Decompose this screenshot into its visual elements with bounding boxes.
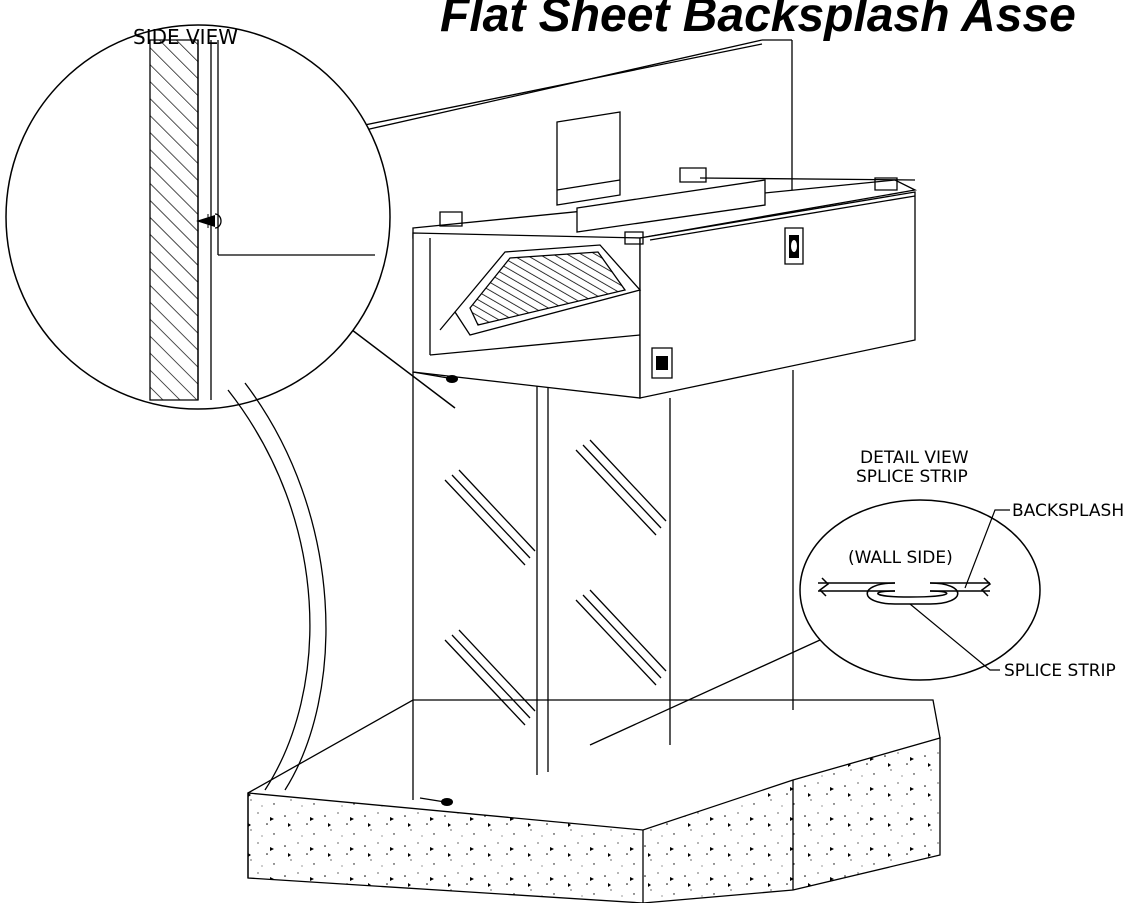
splice-strip-detail: DETAIL VIEW SPLICE STRIP (WALL SIDE) BAC… <box>799 448 1124 681</box>
wall-side-label: (WALL SIDE) <box>848 548 953 568</box>
drawing-title: Flat Sheet Backsplash Asse <box>440 0 1076 42</box>
exhaust-hood <box>413 112 915 398</box>
splice-detail-pointer <box>590 640 820 745</box>
wall-panel <box>350 40 792 190</box>
side-view-leader <box>228 383 326 790</box>
detail-view-label: DETAIL VIEW <box>860 448 969 468</box>
backsplash-leader <box>965 510 1010 588</box>
hood-screw-icon <box>446 375 458 383</box>
bottom-screw-icon <box>441 798 453 806</box>
splice-strip-label: SPLICE STRIP <box>1004 661 1116 681</box>
backsplash-panels <box>413 352 793 802</box>
detail-subtitle-label: SPLICE STRIP <box>856 467 968 487</box>
countertop-slab <box>248 700 940 903</box>
backsplash-label: BACKSPLASH <box>1012 501 1124 521</box>
side-view-label: SIDE VIEW <box>133 25 238 49</box>
splice-strip-leader <box>910 604 1000 670</box>
side-view-detail: SIDE VIEW <box>6 25 390 409</box>
